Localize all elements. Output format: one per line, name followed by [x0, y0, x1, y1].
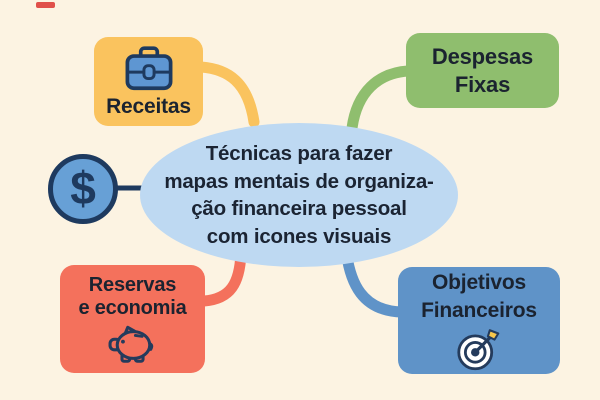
node-receitas: Receitas [94, 37, 203, 126]
node-objetivos-label: Objetivos Financeiros [421, 269, 537, 325]
central-topic-text: Técnicas para fazer mapas mentais de org… [164, 140, 434, 250]
connector-receitas [195, 61, 260, 128]
dollar-circle-icon: $ [48, 154, 118, 224]
central-topic-line-2: mapas mentais de organiza- [164, 169, 434, 193]
briefcase-icon [125, 45, 172, 90]
connector-despesas [346, 65, 414, 134]
dollar-sign: $ [70, 162, 96, 214]
node-reservas-label-line-1: Reservas [88, 273, 177, 296]
node-reservas-e-economia: Reservas e economia [60, 265, 205, 373]
node-despesas-label: Despesas Fixas [432, 43, 533, 99]
node-despesas-label-line-1: Despesas [431, 43, 534, 69]
node-despesas-label-line-2: Fixas [454, 71, 511, 97]
node-receitas-label: Receitas [106, 94, 191, 118]
piggy-bank-icon [108, 325, 153, 363]
node-objetivos-financeiros: Objetivos Financeiros [398, 267, 560, 374]
node-objetivos-label-line-2: Financeiros [421, 298, 537, 322]
central-topic-line-4: com icones visuais [206, 224, 392, 248]
node-despesas-fixas: Despesas Fixas [406, 33, 559, 108]
node-objetivos-label-line-1: Objetivos [432, 270, 526, 294]
node-reservas-label: Reservas e economia [78, 274, 186, 320]
central-topic-line-1: Técnicas para fazer [205, 142, 393, 165]
central-topic: Técnicas para fazer mapas mentais de org… [140, 123, 458, 267]
node-reservas-label-line-2: e economia [78, 296, 187, 319]
target-icon [457, 328, 500, 370]
red-mark [36, 2, 55, 8]
central-topic-line-3: ção financeira pessoal [191, 197, 407, 220]
